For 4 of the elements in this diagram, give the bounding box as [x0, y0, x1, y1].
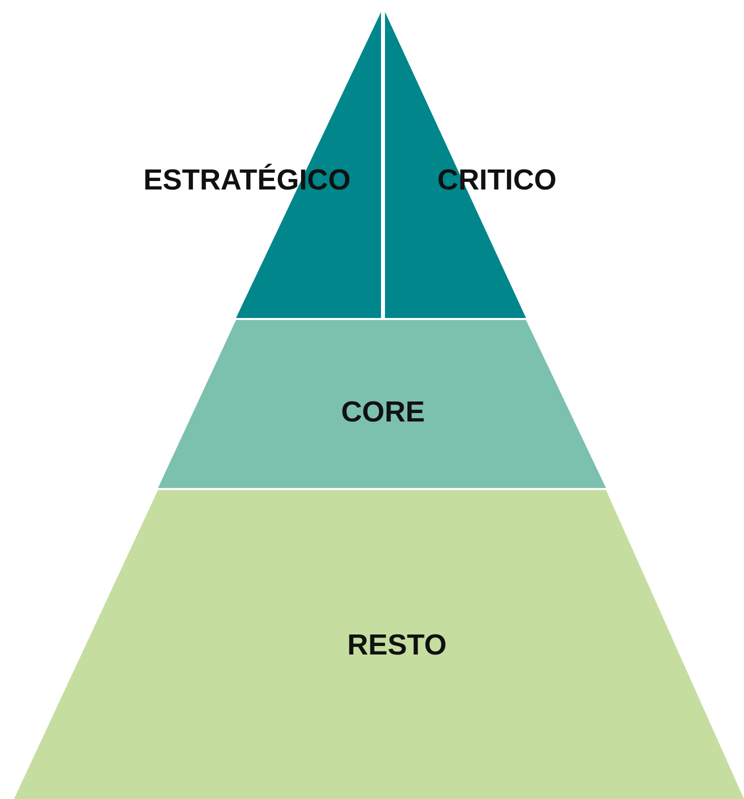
pyramid-segment	[158, 320, 606, 488]
pyramid-segment	[14, 490, 744, 799]
segment-label: CORE	[341, 396, 425, 430]
segment-label: RESTO	[347, 630, 447, 662]
